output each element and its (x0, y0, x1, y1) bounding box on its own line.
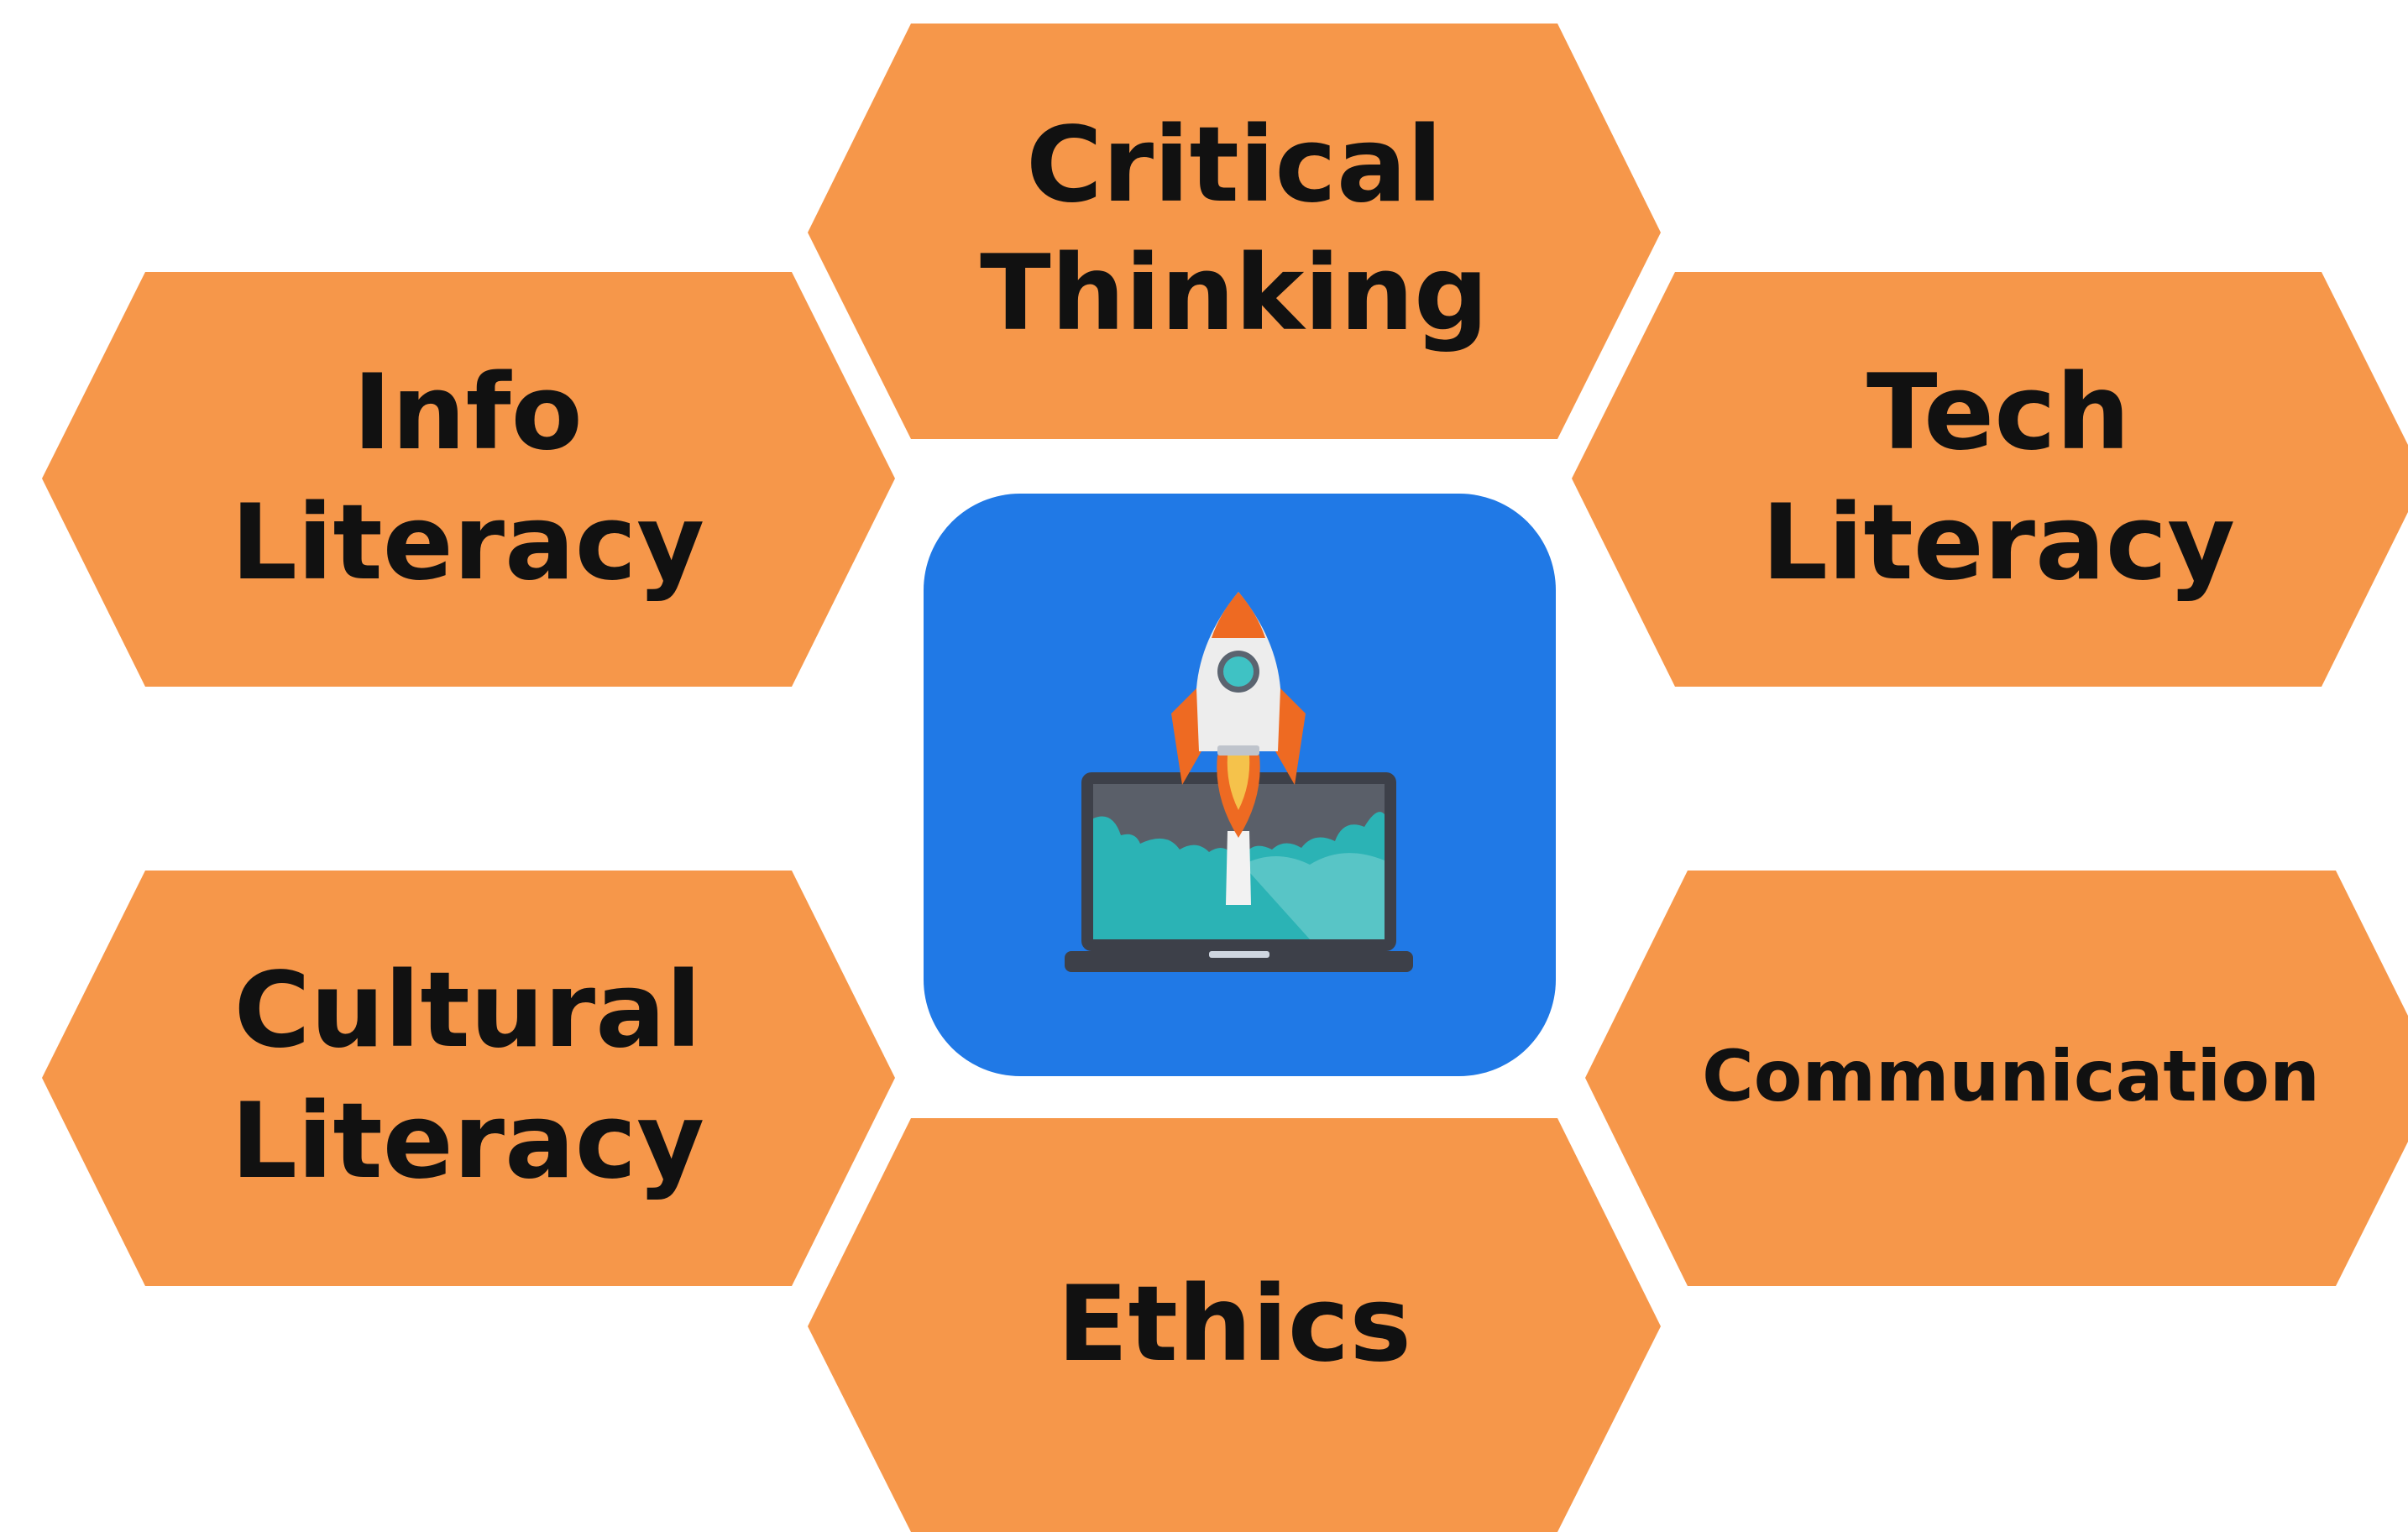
rocket-fin-left (1171, 684, 1205, 785)
hex-ethics: Ethics (808, 1118, 1661, 1532)
hex-tech-literacy: Tech Literacy (1572, 272, 2408, 687)
rocket-nozzle (1217, 745, 1259, 756)
hex-label-line: Tech (1866, 353, 2130, 473)
hex-label-line: Info (353, 353, 583, 473)
screen-clouds-highlight (1243, 853, 1385, 939)
hex-info-literacy: Info Literacy (42, 272, 895, 687)
hexagon-shape (42, 272, 895, 687)
hex-label-line: Communication (1702, 1035, 2320, 1117)
hex-label-line: Thinking (980, 233, 1489, 354)
hex-label-line: Literacy (1762, 483, 2235, 604)
smoke-trail (1226, 831, 1251, 905)
hex-label-line: Literacy (231, 1081, 704, 1202)
hexagon-shape (1585, 871, 2408, 1286)
hexagon-shape (808, 1118, 1661, 1532)
center-tile (924, 494, 1556, 1076)
hex-communication: Communication (1585, 871, 2408, 1286)
rocket-launch-laptop-icon (1065, 592, 1413, 972)
hexagon-shape (42, 871, 895, 1286)
hex-label-line: Critical (1026, 105, 1442, 226)
hex-cultural-literacy: Cultural Literacy (42, 871, 895, 1286)
hex-critical-thinking: Critical Thinking (808, 24, 1661, 439)
hex-label-line: Ethics (1057, 1264, 1411, 1385)
hexagon-shape (1572, 272, 2408, 687)
laptop-notch (1209, 951, 1269, 958)
hex-label-line: Cultural (234, 950, 702, 1071)
rocket-window (1223, 656, 1254, 687)
hexagon-shape (808, 24, 1661, 439)
flame-inner (1227, 752, 1250, 810)
rocket-nose (1212, 592, 1265, 638)
rocket-fin-right (1272, 684, 1306, 785)
laptop-base (1065, 951, 1413, 972)
hex-label-line: Literacy (231, 483, 704, 604)
